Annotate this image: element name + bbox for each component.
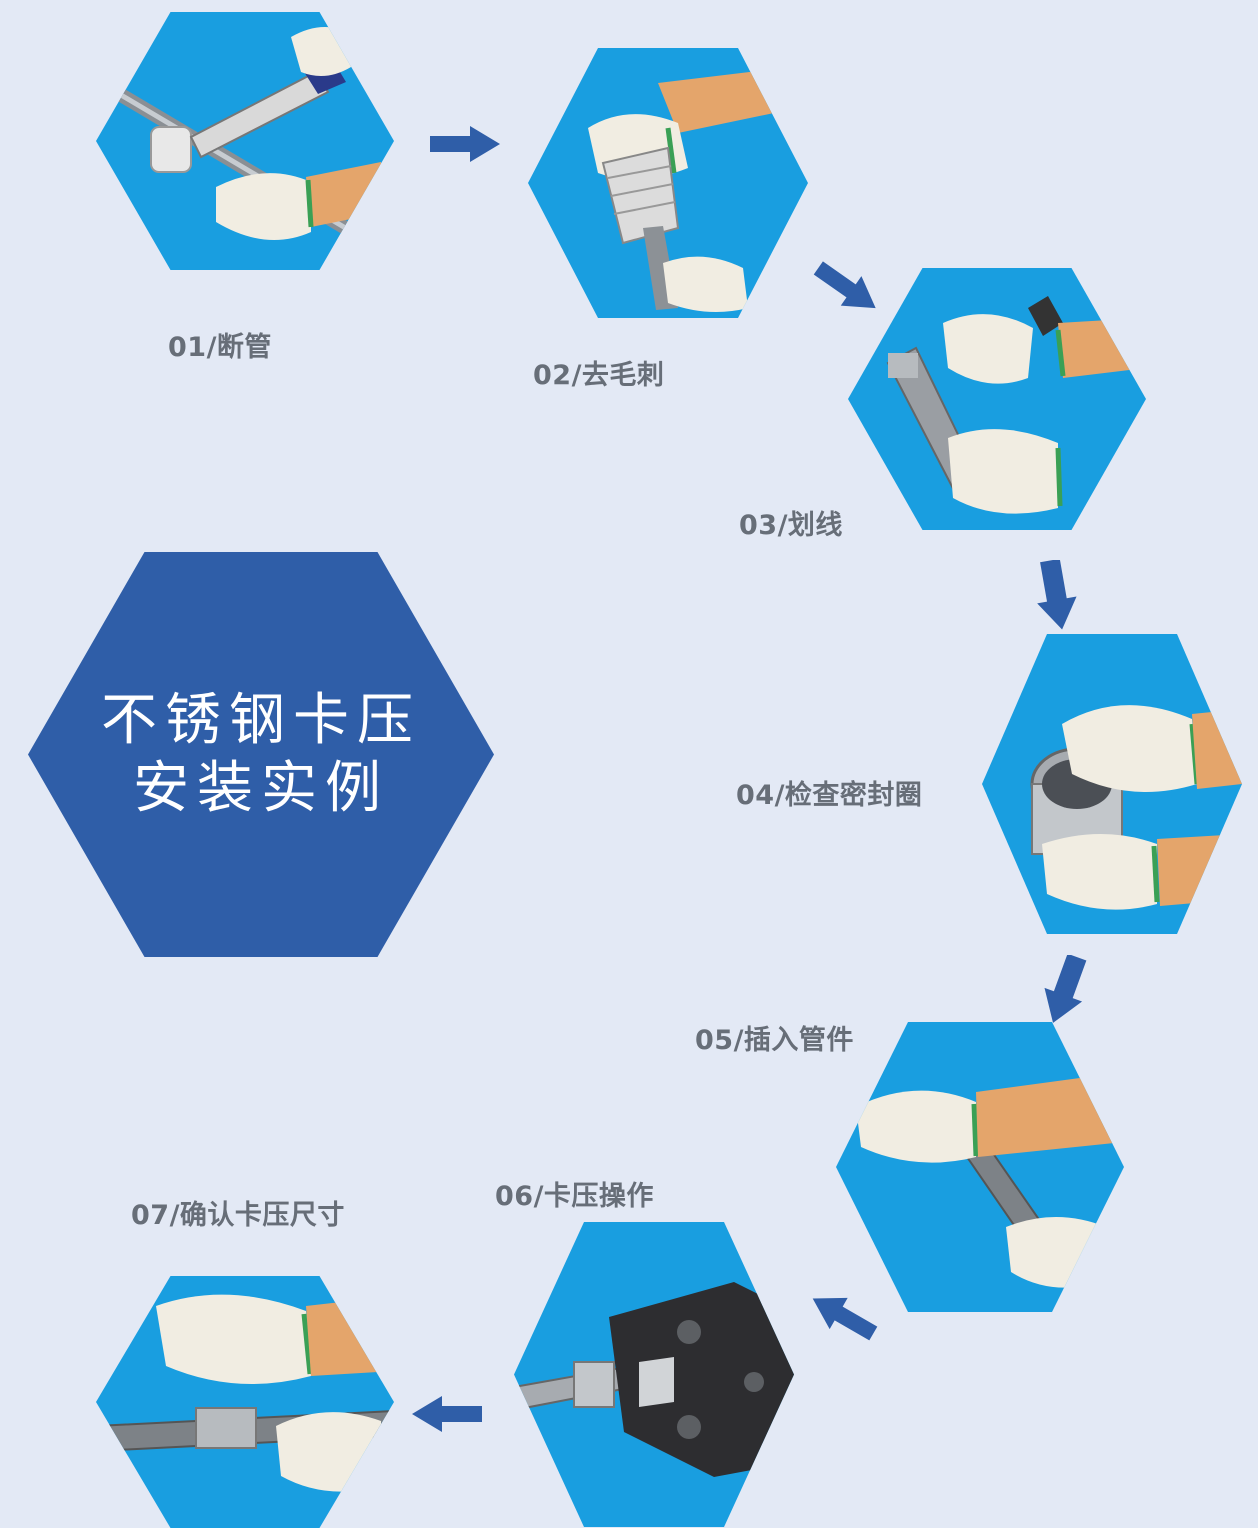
- step-03-photo: [848, 268, 1146, 530]
- arrow-down-icon: [1034, 560, 1078, 630]
- arrow-left-icon: [412, 1396, 482, 1432]
- title-line-1: 不锈钢卡压: [101, 687, 421, 753]
- step-04-label: 04/检查密封圈: [736, 780, 923, 811]
- step-05-photo: [836, 1022, 1124, 1312]
- step-05-label: 05/插入管件: [695, 1025, 854, 1056]
- title-hexagon: 不锈钢卡压 安装实例: [28, 552, 494, 957]
- step-03-label: 03/划线: [739, 510, 843, 541]
- arrow-down-left-icon: [1043, 955, 1087, 1025]
- arrow-right-icon: [430, 126, 500, 162]
- title-line-2: 安装实例: [133, 755, 389, 821]
- step-06-photo: [514, 1222, 794, 1527]
- step-07-photo: [96, 1276, 394, 1528]
- step-01-label: 01/断管: [168, 332, 272, 363]
- step-02-label: 02/去毛刺: [533, 360, 665, 391]
- step-02-photo: [528, 48, 808, 318]
- step-01-photo: [96, 12, 394, 270]
- step-06-label: 06/卡压操作: [495, 1181, 654, 1212]
- arrow-up-left-icon: [808, 1290, 878, 1342]
- step-04-photo: [982, 634, 1242, 934]
- arrow-down-right-icon: [812, 260, 882, 316]
- step-07-label: 07/确认卡压尺寸: [131, 1200, 345, 1231]
